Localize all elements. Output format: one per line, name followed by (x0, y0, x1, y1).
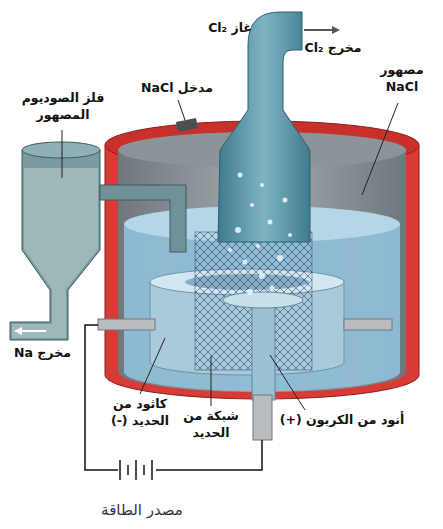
part-label: شبكة من الحديد (178, 408, 244, 442)
part-label: غاز Cl₂ (192, 20, 268, 37)
part-label: مدخل NaCl (128, 80, 226, 97)
caption: مصدر الطاقة (72, 500, 212, 520)
part-label: أنود من الكربون (+) (275, 412, 409, 429)
part-label: مخرج Na (5, 345, 80, 362)
part-label: مخرج Cl₂ (288, 40, 378, 57)
part-label: فلز الصوديوم المصهور (4, 90, 122, 124)
part-label: كاثود من الحديد (-) (103, 396, 177, 430)
part-label: مصهور NaCl (368, 62, 436, 96)
